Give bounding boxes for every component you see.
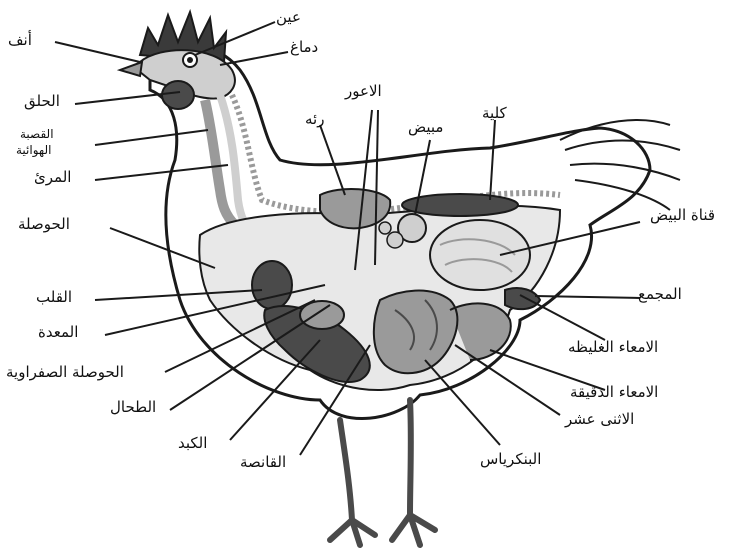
label-cloaca: المجمع: [638, 287, 682, 303]
leader-large-intestine: [520, 295, 605, 340]
right-leg: [392, 400, 435, 545]
label-gallbladder: الحوصلة الصفراوية: [6, 365, 124, 381]
wattle: [162, 81, 194, 109]
label-small-intestine: الامعاء الدقيقة: [570, 385, 658, 401]
label-stomach: المعدة: [38, 325, 78, 341]
ovary-follicle: [379, 222, 391, 234]
label-spleen: الطحال: [110, 400, 156, 416]
label-trachea-line2: الهوائية: [16, 144, 51, 157]
label-liver: الكبد: [178, 436, 207, 452]
label-kidney: كلية: [482, 106, 507, 122]
label-pharynx: الحلق: [24, 94, 60, 110]
label-esophagus: المرئ: [34, 170, 71, 186]
label-ovary: مبيض: [408, 120, 443, 136]
label-heart: القلب: [36, 290, 72, 306]
beak: [120, 62, 142, 76]
left-leg: [330, 420, 375, 545]
label-eye: عين: [276, 10, 301, 26]
leader-nose: [55, 42, 140, 62]
label-brain: دماغ: [290, 40, 318, 56]
label-duodenum: الاثنى عشر: [565, 412, 634, 428]
label-nose: أنف: [8, 33, 32, 49]
lung-shape: [320, 189, 390, 228]
label-large-intestine: الامعاء الغليظه: [568, 340, 658, 356]
label-crop: الحوصلة: [18, 217, 70, 233]
label-lung: رئه: [305, 112, 324, 128]
label-gizzard: القانصة: [240, 455, 286, 471]
label-ceca: الاعور: [345, 84, 382, 100]
heart-shape: [252, 261, 292, 309]
label-oviduct: قناة البيض: [650, 208, 715, 224]
ovary-follicle: [387, 232, 403, 248]
label-pancreas: البنكرياس: [480, 452, 541, 468]
eye-pupil: [187, 57, 193, 63]
label-trachea-line1: القصبة: [20, 128, 54, 141]
gizzard-shape: [300, 301, 344, 329]
